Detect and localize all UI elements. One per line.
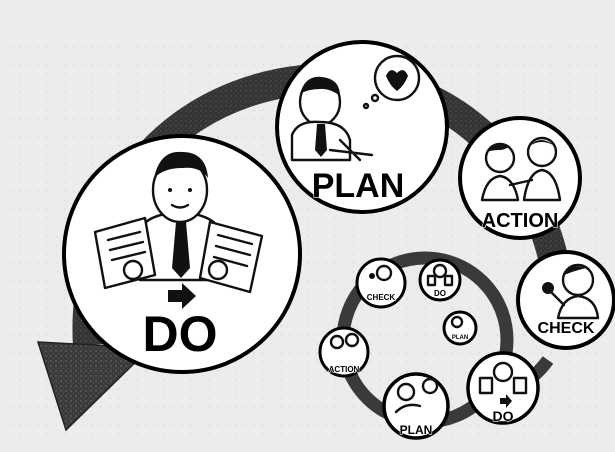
stage-do: DO — [62, 134, 302, 374]
label-do-small-top: DO — [434, 289, 446, 298]
do-person-illustration — [93, 151, 264, 309]
check-person-illustration — [542, 263, 600, 320]
small-plan-tiny: PLAN — [442, 310, 478, 346]
plan-person-illustration — [290, 54, 421, 162]
label-plan: PLAN — [312, 167, 405, 205]
stage-check: CHECK — [516, 250, 615, 350]
stage-plan: PLAN — [275, 40, 449, 214]
label-action-small: ACTION — [329, 365, 360, 374]
stage-action: ACTION — [458, 116, 582, 240]
small-check: CHECK — [355, 257, 407, 309]
label-plan-small-tiny: PLAN — [452, 335, 468, 341]
action-people-illustration — [480, 136, 562, 202]
label-do: DO — [143, 306, 218, 362]
small-do-top: DO — [418, 258, 462, 302]
label-plan-small: PLAN — [400, 423, 433, 437]
small-do: DO — [466, 351, 540, 425]
label-check-small: CHECK — [367, 293, 396, 302]
label-do-small: DO — [493, 408, 514, 424]
small-plan: PLAN — [382, 372, 450, 440]
arrow-head — [36, 341, 152, 432]
label-check: CHECK — [538, 320, 595, 337]
small-action: ACTION — [318, 326, 370, 378]
label-action: ACTION — [482, 210, 559, 232]
